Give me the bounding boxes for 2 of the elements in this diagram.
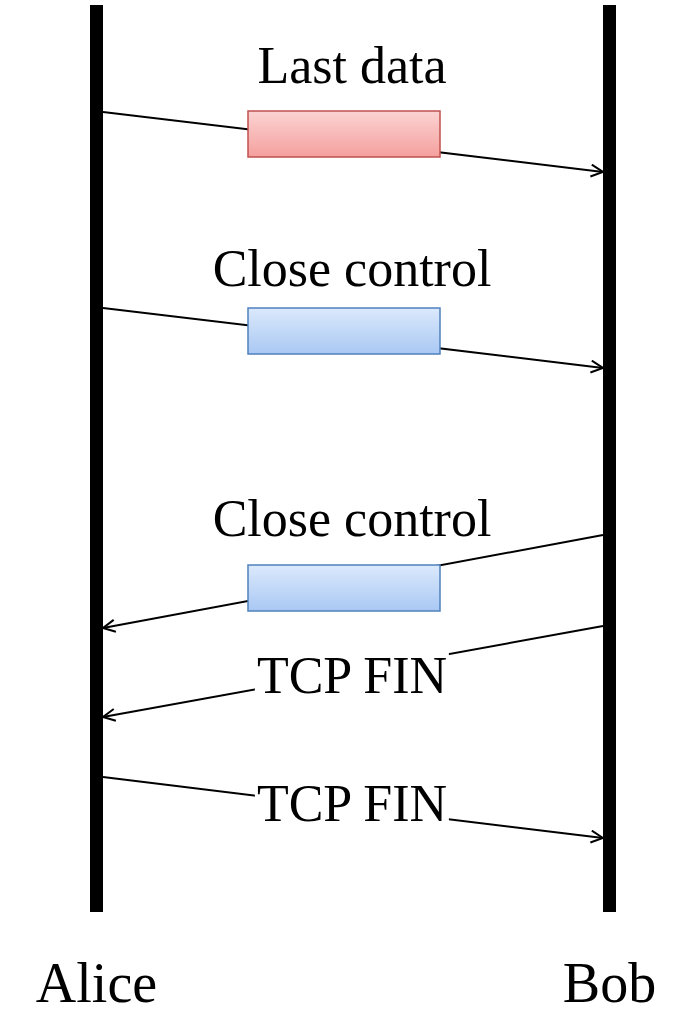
participant-name: Bob xyxy=(562,955,657,1011)
participant-name: Alice xyxy=(35,955,158,1011)
